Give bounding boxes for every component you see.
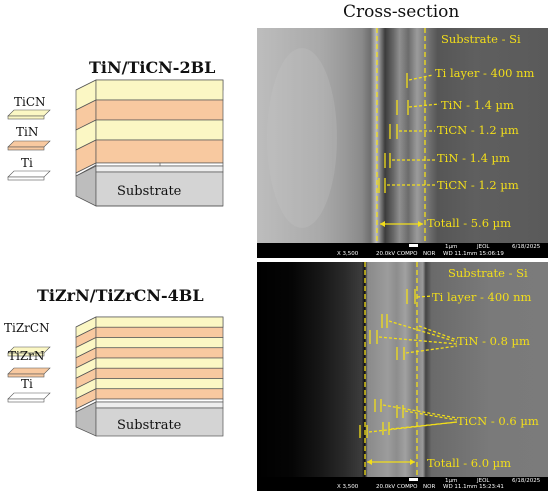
- bottom-title: TiZrN/TiZrCN-4BL: [37, 286, 204, 305]
- legend-plate-tin: [7, 140, 51, 151]
- top-sem-label-total: Totall - 5.6 µm: [427, 216, 512, 230]
- legend-plate-tizrcn: [7, 346, 51, 357]
- bottom-databar-mode: NOR: [423, 484, 436, 490]
- top-databar-wd: WD 11.1mm 15:06:19: [443, 251, 504, 257]
- stack-layer: [95, 326, 224, 338]
- bottom-sem-label-substrate: Substrate - Si: [448, 266, 528, 280]
- bottom-sem-label-ticn: TiCN - 0.6 µm: [457, 414, 539, 428]
- bottom-databar-date: 6/18/2025: [512, 478, 541, 484]
- top-sem-label-ti-layer: Ti layer - 400 nm: [435, 66, 535, 80]
- bottom-stack-diagram: [7, 316, 224, 437]
- top-sem-databar: X 3,500 20.0kV COMPO NOR 1µm JEOL 6/18/2…: [257, 243, 548, 258]
- top-legend-ti: Ti: [21, 156, 33, 170]
- bottom-databar-wd: WD 11.1mm 15:23:41: [443, 484, 504, 490]
- top-databar-scalebar: [409, 244, 418, 247]
- bottom-sem-databar: X 3,500 20.0kV COMPO NOR 1µm JEOL 6/18/2…: [257, 477, 548, 491]
- bottom-sem-label-tin: TiN - 0.8 µm: [457, 334, 530, 348]
- legend-plate-ti: [7, 170, 51, 181]
- top-legend-tin: TiN: [16, 125, 39, 139]
- top-substrate-label: Substrate: [117, 184, 182, 199]
- top-sem-label-tin-1: TiN - 1.4 µm: [441, 98, 514, 112]
- top-legend-ticn: TiCN: [14, 95, 46, 109]
- legend-plate-tizrn: [7, 367, 51, 378]
- top-sem-grain: [267, 48, 337, 228]
- stack-layer: [95, 337, 224, 349]
- top-substrate-block: [75, 165, 224, 207]
- stack-layer: [95, 357, 224, 369]
- bottom-databar-scale: 1µm: [445, 478, 458, 484]
- bottom-sem-image: [257, 262, 548, 491]
- top-layer-stack: [75, 79, 224, 177]
- stack-ti-layer: [95, 398, 224, 403]
- top-databar-date: 6/18/2025: [512, 244, 541, 250]
- bottom-databar-brand: JEOL: [477, 478, 490, 484]
- top-stack-diagram: [7, 79, 224, 207]
- bottom-legend-tizrn: TiZrN: [8, 349, 45, 363]
- bottom-layer-stack: [75, 316, 224, 413]
- top-databar-scale: 1µm: [445, 244, 458, 250]
- stack-layer: [95, 388, 224, 400]
- top-sem-label-tin-2: TiN - 1.4 µm: [437, 151, 510, 165]
- legend-plate-ticn: [7, 109, 51, 120]
- bottom-sem-overlay: [359, 262, 458, 477]
- bottom-substrate-block: [75, 401, 224, 437]
- bottom-databar-scalebar: [409, 478, 418, 481]
- bottom-legend-tizrcn: TiZrCN: [4, 321, 50, 335]
- stack-layer: [95, 367, 224, 379]
- bottom-legend-ti: Ti: [21, 377, 33, 391]
- bottom-databar-kv: 20.0kV COMPO: [376, 484, 418, 490]
- top-databar-mode: NOR: [423, 251, 436, 257]
- bottom-sem-label-total: Totall - 6.0 µm: [427, 456, 512, 470]
- top-sem-label-ticn-1: TiCN - 1.2 µm: [437, 123, 519, 137]
- top-databar-kv: 20.0kV COMPO: [376, 251, 418, 257]
- stack-layer: [95, 347, 224, 359]
- bottom-databar-mag: X 3,500: [337, 484, 359, 490]
- legend-plate-ti-2: [7, 392, 51, 403]
- stack-layer: [95, 316, 224, 328]
- bottom-sem-label-ti-layer: Ti layer - 400 nm: [432, 290, 532, 304]
- top-sem-overlay: [376, 28, 440, 243]
- bottom-substrate-label: Substrate: [117, 418, 182, 433]
- top-title: TiN/TiCN-2BL: [89, 58, 216, 77]
- top-sem-image: [257, 28, 548, 258]
- top-databar-brand: JEOL: [477, 244, 490, 250]
- stack-layer: [95, 378, 224, 390]
- top-databar-mag: X 3,500: [337, 251, 359, 257]
- figure-heading: Cross-section: [343, 2, 460, 22]
- top-sem-label-ticn-2: TiCN - 1.2 µm: [437, 178, 519, 192]
- top-sem-label-substrate: Substrate - Si: [441, 32, 521, 46]
